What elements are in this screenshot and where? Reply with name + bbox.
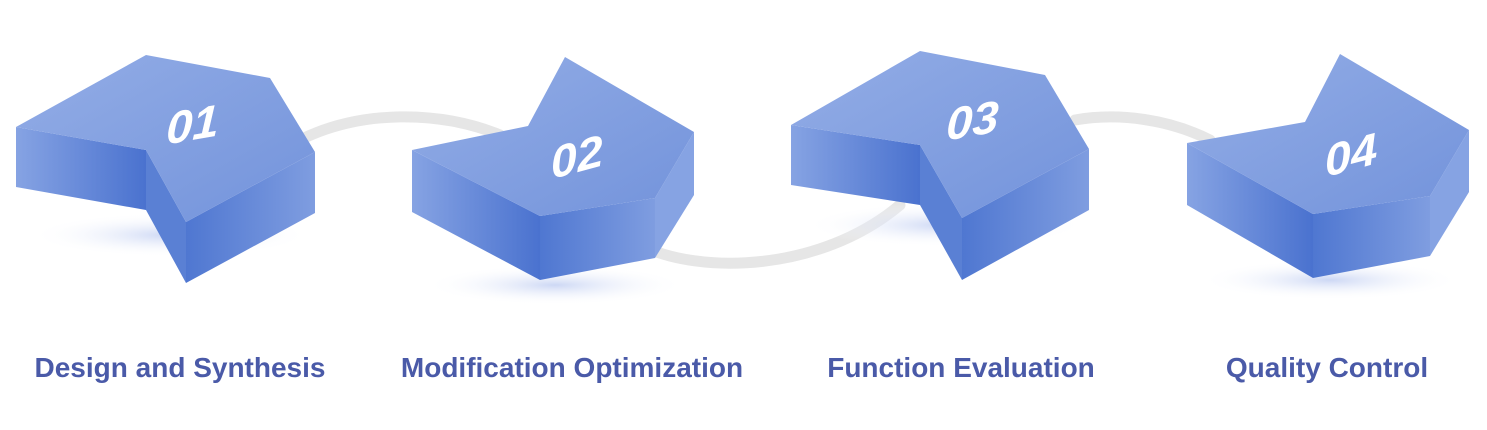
step-block-04: 04 bbox=[1187, 54, 1469, 278]
step-label-modification-optimization: Modification Optimization bbox=[372, 352, 772, 384]
step-label-quality-control: Quality Control bbox=[1127, 352, 1487, 384]
step-block-02: 02 bbox=[412, 57, 694, 280]
step-label-design-synthesis: Design and Synthesis bbox=[0, 352, 380, 384]
step-number: 01 bbox=[166, 95, 220, 155]
step-number: 03 bbox=[946, 91, 1000, 151]
step-label-function-evaluation: Function Evaluation bbox=[761, 352, 1161, 384]
